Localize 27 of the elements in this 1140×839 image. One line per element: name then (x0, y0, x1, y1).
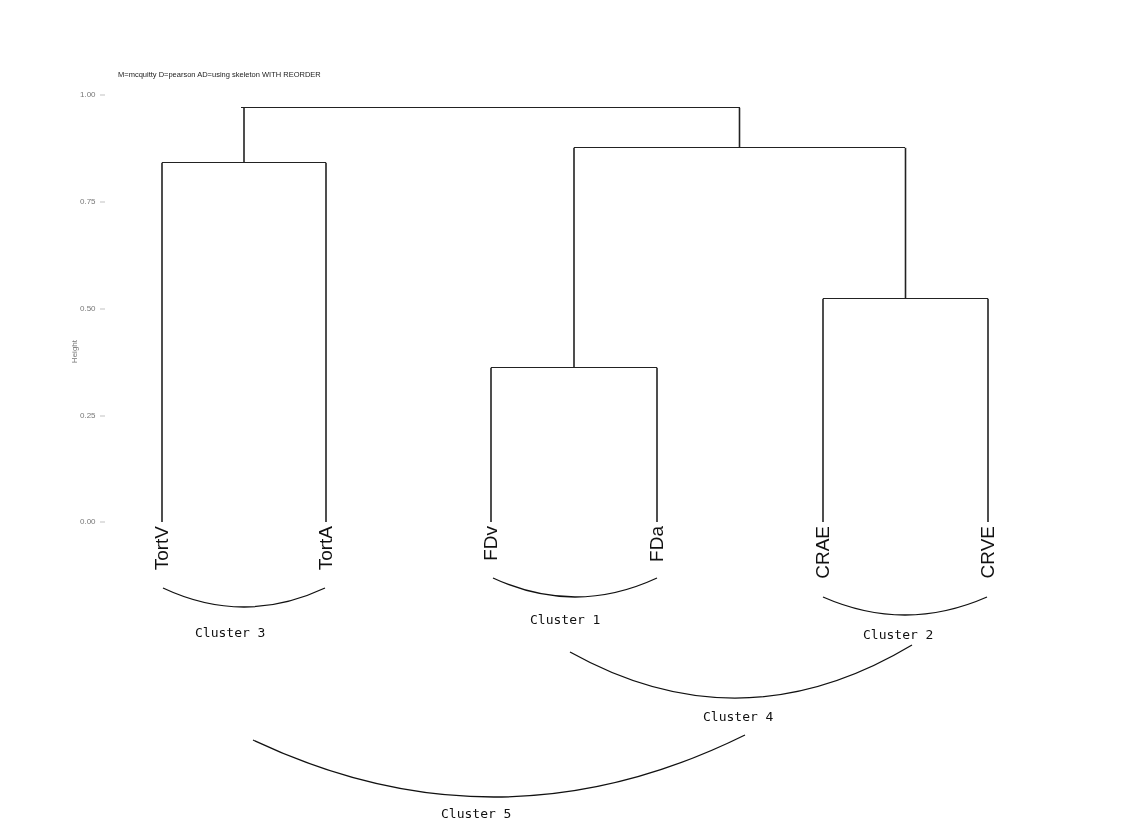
axis-title: Height (70, 340, 79, 364)
branch-line (161, 162, 163, 523)
cluster-label: Cluster 4 (703, 709, 774, 724)
branch-line (738, 107, 741, 148)
cluster-label: Cluster 5 (441, 806, 512, 821)
branch-line (573, 147, 575, 368)
cluster-label: Cluster 1 (530, 612, 601, 627)
axis-tick-label: 1.00 (80, 90, 96, 99)
leaf-label: FDa (646, 526, 668, 562)
branch-line (490, 367, 492, 523)
leaf-label: FDv (480, 526, 502, 561)
cluster-label: Cluster 3 (195, 625, 266, 640)
branch-line (987, 298, 989, 523)
branch-line (243, 107, 245, 163)
branch-line (904, 147, 907, 299)
axis-tick-label: 0.75 (80, 197, 96, 206)
leaf-label: CRVE (977, 526, 999, 579)
cluster-label: Cluster 2 (863, 627, 934, 642)
branch-line (656, 367, 658, 523)
branch-line (822, 298, 824, 523)
axis-tick-label: 0.50 (80, 304, 96, 313)
leaf-label: CRAE (812, 526, 834, 579)
branch-line (325, 162, 327, 523)
leaf-label: TortA (315, 526, 337, 571)
axis-tick-label: 0.25 (80, 411, 96, 420)
axis-tick-label: 0.00 (80, 517, 96, 526)
leaf-label: TortV (151, 526, 173, 571)
